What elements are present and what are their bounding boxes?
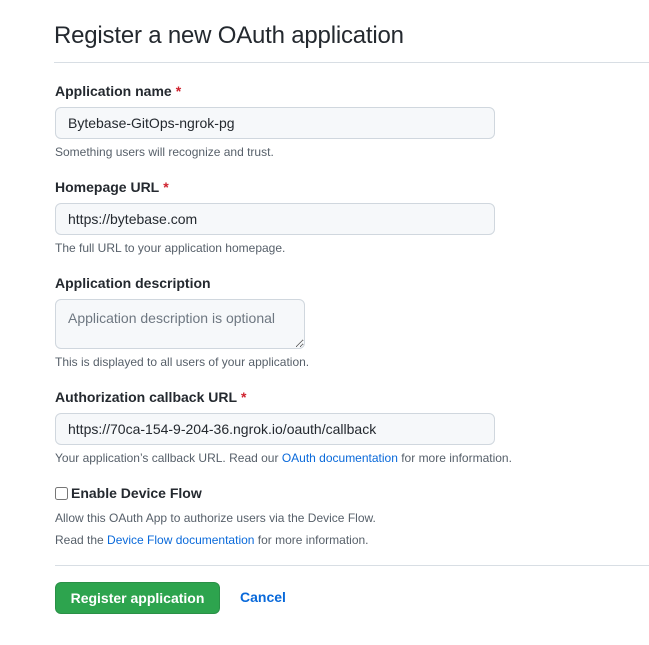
- device-flow-note-2: Read the Device Flow documentation for m…: [55, 533, 369, 547]
- required-mark: *: [241, 389, 247, 405]
- callback-url-label-text: Authorization callback URL: [55, 389, 238, 405]
- callback-url-input[interactable]: [55, 413, 495, 445]
- required-mark: *: [175, 83, 182, 99]
- device-flow-note-suffix: for more information.: [254, 533, 369, 547]
- homepage-url-input[interactable]: [55, 203, 495, 235]
- device-flow-note-prefix: Read the: [55, 533, 108, 547]
- device-flow-note-1: Allow this OAuth App to authorize users …: [55, 511, 376, 525]
- app-name-label-text: Application name: [55, 83, 172, 99]
- device-flow-row: Enable Device Flow: [55, 485, 202, 501]
- homepage-url-label: Homepage URL*: [55, 179, 169, 195]
- app-name-label: Application name*: [55, 83, 181, 99]
- register-application-button[interactable]: Register application: [55, 582, 220, 614]
- callback-url-label: Authorization callback URL*: [55, 389, 246, 405]
- form-divider: [55, 565, 649, 566]
- cancel-link[interactable]: Cancel: [240, 589, 286, 605]
- enable-device-flow-label[interactable]: Enable Device Flow: [71, 485, 202, 501]
- device-flow-documentation-link[interactable]: Device Flow documentation: [107, 533, 255, 547]
- page-title: Register a new OAuth application: [54, 22, 404, 49]
- required-mark: *: [163, 179, 169, 195]
- callback-url-note: Your application’s callback URL. Read ou…: [55, 451, 512, 465]
- oauth-documentation-link[interactable]: OAuth documentation: [281, 451, 398, 465]
- description-label-text: Application description: [55, 275, 211, 291]
- app-name-input[interactable]: [55, 107, 495, 139]
- description-textarea[interactable]: [55, 299, 305, 349]
- app-name-note: Something users will recognize and trust…: [55, 145, 274, 159]
- title-divider: [54, 62, 649, 63]
- callback-note-suffix: for more information.: [397, 451, 512, 465]
- callback-note-prefix: Your application’s callback URL. Read ou…: [55, 451, 282, 465]
- homepage-url-note: The full URL to your application homepag…: [55, 241, 286, 255]
- description-label: Application description: [55, 275, 211, 291]
- enable-device-flow-checkbox[interactable]: [55, 486, 68, 500]
- description-note: This is displayed to all users of your a…: [55, 355, 310, 369]
- homepage-url-label-text: Homepage URL: [55, 179, 160, 195]
